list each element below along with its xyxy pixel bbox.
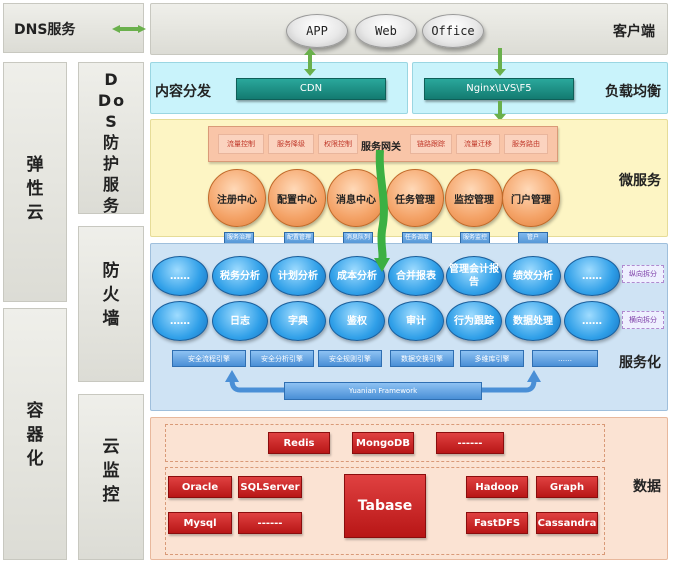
consolidated-report: 合并报表 — [388, 256, 444, 296]
nginx-lvs-f5-bar: Nginx\LVS\F5 — [424, 78, 574, 100]
dictionary-service: 字典 — [270, 301, 326, 341]
web-client[interactable]: Web — [355, 14, 417, 48]
registry-center: 注册中心 — [208, 169, 266, 227]
data-label: 数据 — [633, 479, 661, 495]
client-lb-arrow — [494, 48, 506, 76]
client-label: 客户端 — [613, 24, 655, 40]
load-balance-label: 负载均衡 — [605, 84, 661, 100]
log-service: 日志 — [212, 301, 268, 341]
left-more-store: ------ — [238, 512, 302, 534]
redis-store: Redis — [268, 432, 330, 454]
row2-more-right: …… — [564, 301, 620, 341]
monitor-management: 监控管理 — [445, 169, 503, 227]
graph-store: Graph — [536, 476, 598, 498]
client-band: 客户端 — [150, 3, 668, 55]
audit-service: 审计 — [388, 301, 444, 341]
row1-more-left: …… — [152, 256, 208, 296]
gateway-item-permission: 权限控制 — [318, 134, 358, 154]
container-box: 容器化 — [3, 308, 67, 560]
gateway-flow-arrow — [374, 150, 390, 272]
engine-data-exchange: 数据交换引擎 — [390, 350, 454, 367]
engine-security-rules: 安全规则引擎 — [318, 350, 382, 367]
dns-arrow — [112, 25, 146, 33]
engine-more: …… — [532, 350, 598, 367]
message-center: 消息中心 — [327, 169, 385, 227]
firewall-label: 防火墙 — [102, 261, 122, 329]
mysql-store: Mysql — [168, 512, 232, 534]
tabase-store: Tabase — [344, 474, 426, 538]
gateway-item-traffic-migration: 流量迁移 — [456, 134, 500, 154]
engine-security-process: 安全流程引擎 — [172, 350, 246, 367]
config-center: 配置中心 — [268, 169, 326, 227]
engine-multidim-db: 多维库引擎 — [460, 350, 524, 367]
tax-analysis: 税务分析 — [212, 256, 268, 296]
lb-gateway-arrow — [494, 101, 506, 121]
performance-analysis: 绩效分析 — [505, 256, 561, 296]
microservice-label: 微服务 — [619, 173, 661, 189]
top-more-store: ------ — [436, 432, 504, 454]
row1-more-right: …… — [564, 256, 620, 296]
cloud-monitor-label: 云监控 — [102, 437, 122, 505]
ddos-label: DDoS防护服务 — [97, 70, 127, 215]
cdn-bar: CDN — [236, 78, 386, 100]
elastic-cloud-label: 弹性云 — [26, 155, 46, 223]
row2-more-left: …… — [152, 301, 208, 341]
cassandra-store: Cassandra — [536, 512, 598, 534]
client-cdn-arrow — [304, 48, 316, 76]
dns-service-label: DNS服务 — [14, 22, 76, 38]
engine-security-analysis: 安全分析引擎 — [250, 350, 314, 367]
auth-service: 鉴权 — [329, 301, 385, 341]
service-gateway-label: 服务网关 — [361, 142, 401, 153]
vertical-split-label: 纵向拆分 — [622, 265, 664, 283]
behavior-tracking: 行为跟踪 — [446, 301, 502, 341]
mongodb-store: MongoDB — [352, 432, 414, 454]
app-client[interactable]: APP — [286, 14, 348, 48]
data-processing: 数据处理 — [505, 301, 561, 341]
fastdfs-store: FastDFS — [466, 512, 528, 534]
firewall-box: 防火墙 — [78, 226, 144, 382]
management-accounting-report: 管理会计报告 — [446, 256, 502, 296]
ddos-box: DDoS防护服务 — [78, 62, 144, 215]
plan-analysis: 计划分析 — [270, 256, 326, 296]
framework-left-arrow — [225, 370, 284, 393]
oracle-store: Oracle — [168, 476, 232, 498]
elastic-cloud-box: 弹性云 — [3, 62, 67, 302]
data-top-group — [165, 424, 605, 462]
hadoop-store: Hadoop — [466, 476, 528, 498]
content-distribution-label: 内容分发 — [155, 84, 211, 100]
yuanian-framework: Yuanian Framework — [284, 382, 482, 400]
servitization-label: 服务化 — [619, 355, 661, 371]
framework-right-arrow — [482, 370, 541, 393]
gateway-item-traffic-control: 流量控制 — [218, 134, 264, 154]
gateway-item-service-degrade: 服务降级 — [268, 134, 314, 154]
horizontal-split-label: 横向拆分 — [622, 311, 664, 329]
portal-management: 门户管理 — [502, 169, 560, 227]
gateway-item-routing: 服务路由 — [504, 134, 548, 154]
data-bottom-group — [165, 467, 605, 555]
container-label: 容器化 — [26, 401, 46, 469]
sqlserver-store: SQLServer — [238, 476, 302, 498]
gateway-item-tracing: 链路跟踪 — [410, 134, 452, 154]
office-client[interactable]: Office — [422, 14, 484, 48]
cloud-monitor-box: 云监控 — [78, 394, 144, 560]
cost-analysis: 成本分析 — [329, 256, 385, 296]
